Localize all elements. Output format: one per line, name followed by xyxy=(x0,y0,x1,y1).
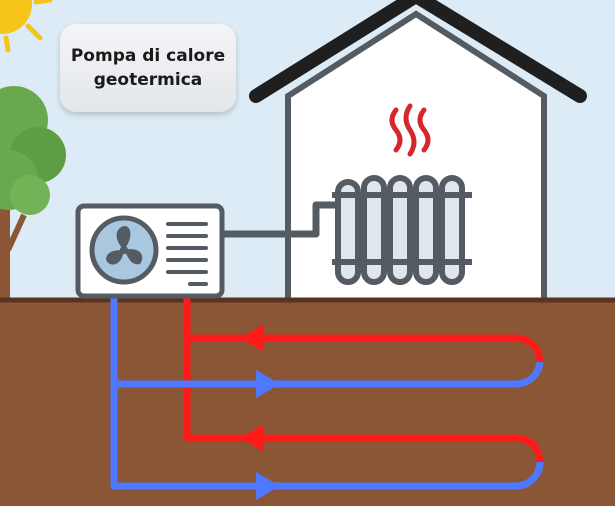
fan-icon xyxy=(89,215,159,285)
hot-flow-arrow-2 xyxy=(240,424,264,452)
ground xyxy=(0,300,615,506)
title-line-2: geotermica xyxy=(93,70,203,90)
cold-flow-arrow-2 xyxy=(256,472,280,500)
sun-icon xyxy=(0,0,53,53)
cold-flow-arrow-1 xyxy=(256,370,280,398)
heat-pump-unit-icon xyxy=(75,203,225,299)
hot-flow-arrow-1 xyxy=(240,324,264,352)
supply-pipe xyxy=(222,201,338,238)
title-label: Pompa di calore geotermica xyxy=(60,24,236,112)
radiator-icon xyxy=(332,175,472,285)
title-line-1: Pompa di calore xyxy=(70,46,226,66)
hot-pipe-loop xyxy=(183,298,544,463)
tree-icon xyxy=(0,86,66,300)
heat-waves-icon xyxy=(389,103,431,157)
cold-pipe-loop xyxy=(110,298,544,490)
title-text: Pompa di calore geotermica xyxy=(71,44,225,92)
